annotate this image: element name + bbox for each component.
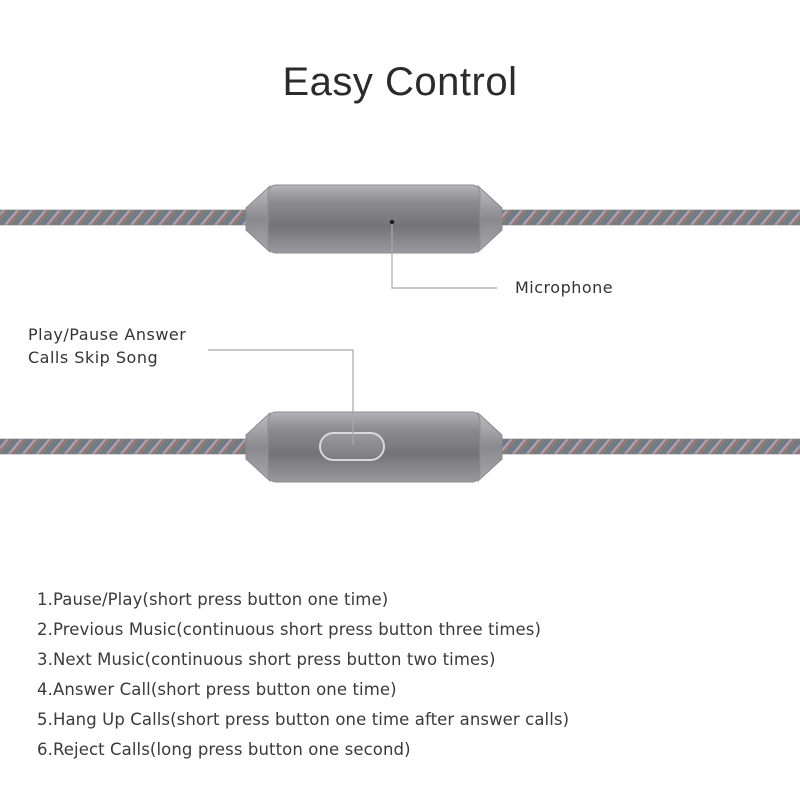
instruction-list: 1.Pause/Play(short press button one time… [37, 589, 569, 769]
microphone-hole-icon [389, 219, 395, 225]
list-item: 5.Hang Up Calls(short press button one t… [37, 710, 570, 729]
button-label-line-1: Play/Pause Answer [28, 325, 187, 344]
multifunction-button[interactable] [319, 432, 385, 461]
list-item: 4.Answer Call(short press button one tim… [37, 680, 397, 699]
list-item: 1.Pause/Play(short press button one time… [37, 590, 389, 609]
list-item: 2.Previous Music(continuous short press … [37, 620, 541, 639]
microphone-leader-line [391, 224, 497, 289]
button-leader-line [208, 349, 354, 445]
button-label-line-2: Calls Skip Song [28, 348, 159, 367]
page-title: Easy Control [282, 60, 518, 104]
list-item: 6.Reject Calls(long press button one sec… [37, 740, 411, 759]
microphone-label: Microphone [515, 278, 614, 297]
microphone-housing [245, 184, 503, 254]
button-function-label: Play/Pause Answer Calls Skip Song [28, 323, 186, 369]
list-item: 3.Next Music(continuous short press butt… [37, 650, 496, 669]
